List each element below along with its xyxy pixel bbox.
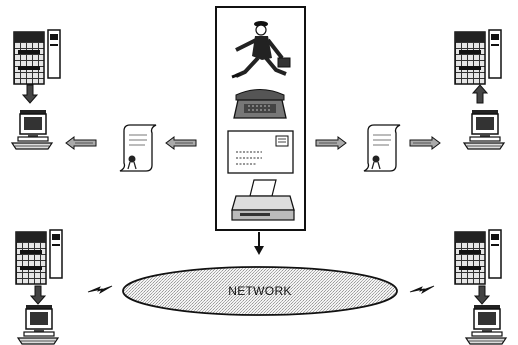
arrow-left-outer [65, 136, 97, 150]
lightning-right-icon [409, 285, 435, 294]
server-bottom-left [15, 229, 63, 285]
center-to-network-arrow [254, 232, 264, 255]
arrow-down-bottom-left [30, 285, 46, 305]
telephone-icon [233, 89, 287, 119]
arrow-up-top-right [472, 84, 488, 104]
workstation-top-left [11, 109, 53, 150]
scroll-left [119, 124, 157, 172]
arrow-right-outer [409, 136, 441, 150]
businessman-icon [231, 21, 291, 79]
scroll-right [363, 124, 401, 172]
arrow-left-inner [165, 136, 197, 150]
workstation-top-right [463, 109, 505, 150]
server-top-right [454, 29, 502, 85]
network-label: NETWORK [228, 284, 291, 298]
arrow-down-bottom-right [474, 285, 490, 305]
network-cloud: NETWORK [122, 266, 398, 316]
server-bottom-right [454, 229, 502, 285]
printer-icon [231, 179, 295, 221]
lightning-left-icon [87, 285, 113, 294]
workstation-bottom-left [17, 304, 59, 345]
server-top-left [13, 29, 61, 85]
arrow-down-top-left [22, 84, 38, 104]
arrow-right-inner [315, 136, 347, 150]
letter-icon [227, 130, 294, 174]
workstation-bottom-right [465, 304, 507, 345]
